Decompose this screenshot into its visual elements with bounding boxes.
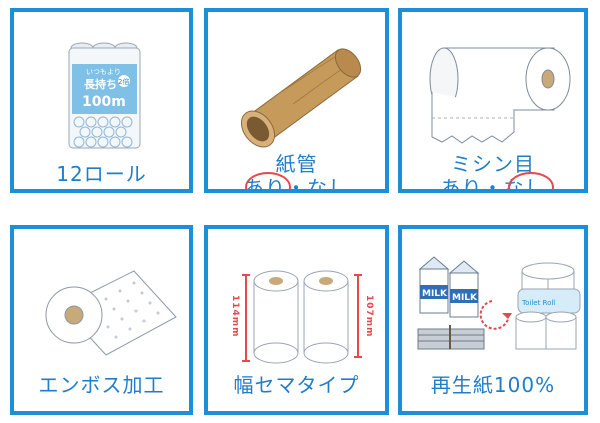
feature-card-recycled: MILK MILK Toilet Roll 再生紙100%	[398, 225, 588, 415]
carton-label: MILK	[422, 289, 448, 299]
toilet-paper-pack-icon: いつもより 長持ち 2倍 100m	[68, 42, 141, 149]
dimension-label-right: 107mm	[364, 295, 374, 338]
narrow-width-rolls-icon	[242, 270, 362, 364]
roll-pack-label: Toilet Roll	[521, 299, 555, 307]
package-line3: 100m	[82, 94, 126, 110]
perforated-roll-icon	[429, 47, 571, 144]
caption-narrow-width: 幅セマタイプ	[233, 373, 360, 397]
feature-card-12-rolls: いつもより 長持ち 2倍 100m 12ロール	[10, 8, 193, 193]
feature-card-embossing: エンボス加工	[10, 225, 193, 415]
caption-perforation-options: あり・なし	[440, 176, 546, 193]
carton-label: MILK	[452, 293, 478, 303]
caption-perforation-title: ミシン目	[451, 152, 535, 176]
caption-embossing: エンボス加工	[38, 373, 165, 397]
feature-card-perforation: ミシン目 あり・なし	[398, 8, 588, 193]
caption-paper-core-title: 紙管	[275, 152, 318, 176]
embossed-roll-icon	[45, 270, 177, 356]
package-badge: 2倍	[118, 77, 129, 86]
dimension-label-left: 114mm	[230, 295, 240, 338]
package-line2: 長持ち	[84, 77, 117, 91]
package-line1: いつもより	[86, 68, 121, 76]
caption-recycled: 再生紙100%	[430, 373, 556, 397]
paper-core-tube-icon	[240, 48, 362, 148]
feature-card-narrow-width: 114mm 107mm 幅セマタイプ	[204, 225, 389, 415]
caption-12-rolls: 12ロール	[56, 162, 147, 186]
caption-paper-core-options: あり・なし	[244, 176, 349, 193]
feature-card-paper-core: 紙管 あり・なし	[204, 8, 389, 193]
recycled-milk-carton-icon: MILK MILK Toilet Roll	[417, 256, 581, 350]
